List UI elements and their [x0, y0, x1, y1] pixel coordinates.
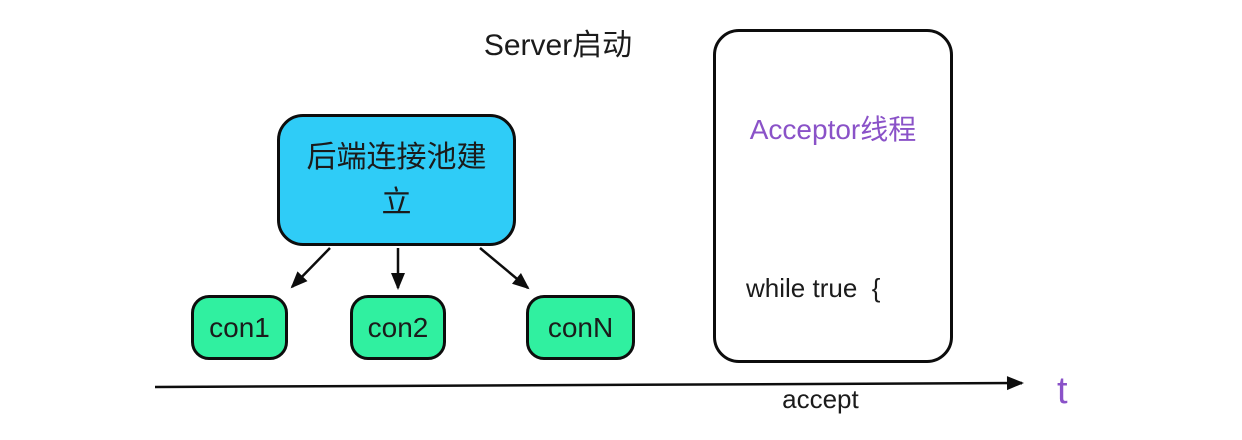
- diagram-title: Server启动: [483, 29, 633, 62]
- node-acceptor-thread: Acceptor线程 while true { accept }: [713, 29, 953, 414]
- code-line-while: while true {: [746, 273, 881, 303]
- node-con1-label: con1: [209, 311, 270, 343]
- arrow-pool-to-con1: [290, 247, 331, 289]
- node-con1: con1: [191, 295, 288, 360]
- node-backend-connection-pool-label: 后端连接池建立: [306, 141, 487, 219]
- acceptor-thread-code: while true { accept }: [746, 196, 880, 440]
- arrow-pool-to-conN: [479, 247, 530, 290]
- node-conN: conN: [526, 295, 635, 360]
- timeline-axis-arrow: [154, 376, 1024, 391]
- node-backend-connection-pool: 后端连接池建立: [277, 114, 516, 246]
- timeline-label: t: [1057, 370, 1068, 412]
- node-con2: con2: [350, 295, 446, 360]
- node-con2-label: con2: [367, 311, 429, 343]
- code-line-accept: accept: [746, 384, 859, 414]
- acceptor-thread-title: Acceptor线程: [749, 114, 917, 145]
- node-conN-label: conN: [547, 311, 614, 343]
